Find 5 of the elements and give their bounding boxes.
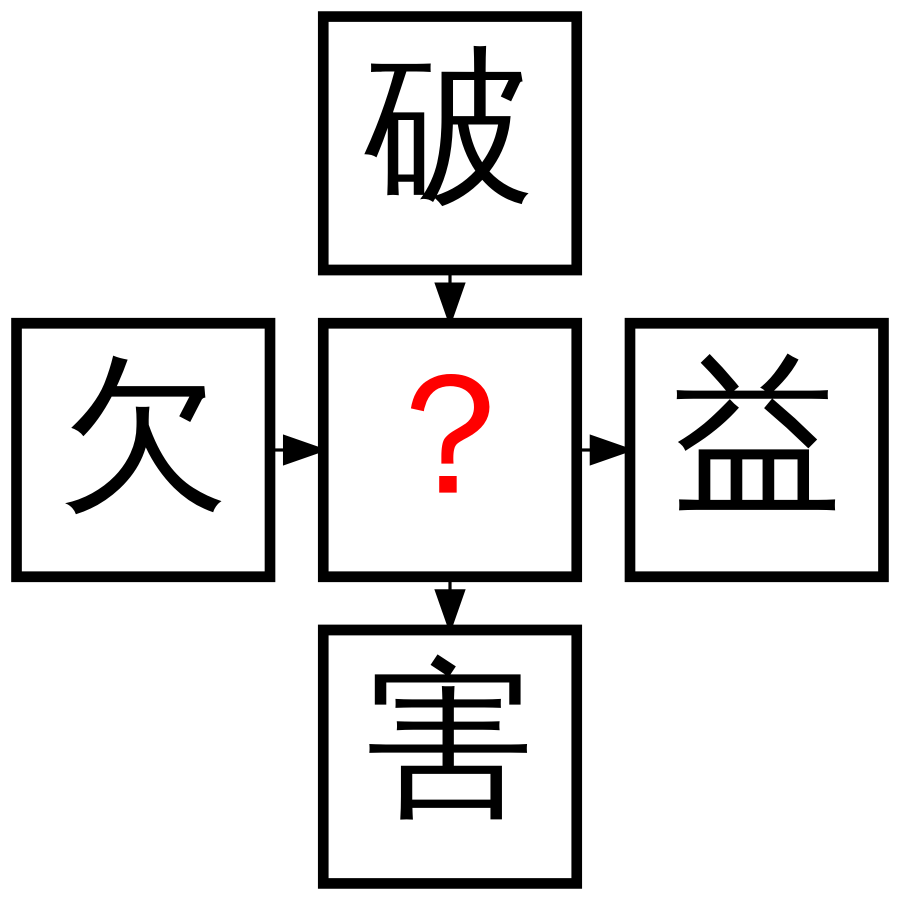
node-box: ？: [318, 318, 582, 582]
node-box: 欠: [11, 318, 276, 582]
node-box: 害: [318, 624, 582, 889]
node-box: 益: [624, 318, 889, 582]
node-box: 破: [318, 11, 582, 276]
